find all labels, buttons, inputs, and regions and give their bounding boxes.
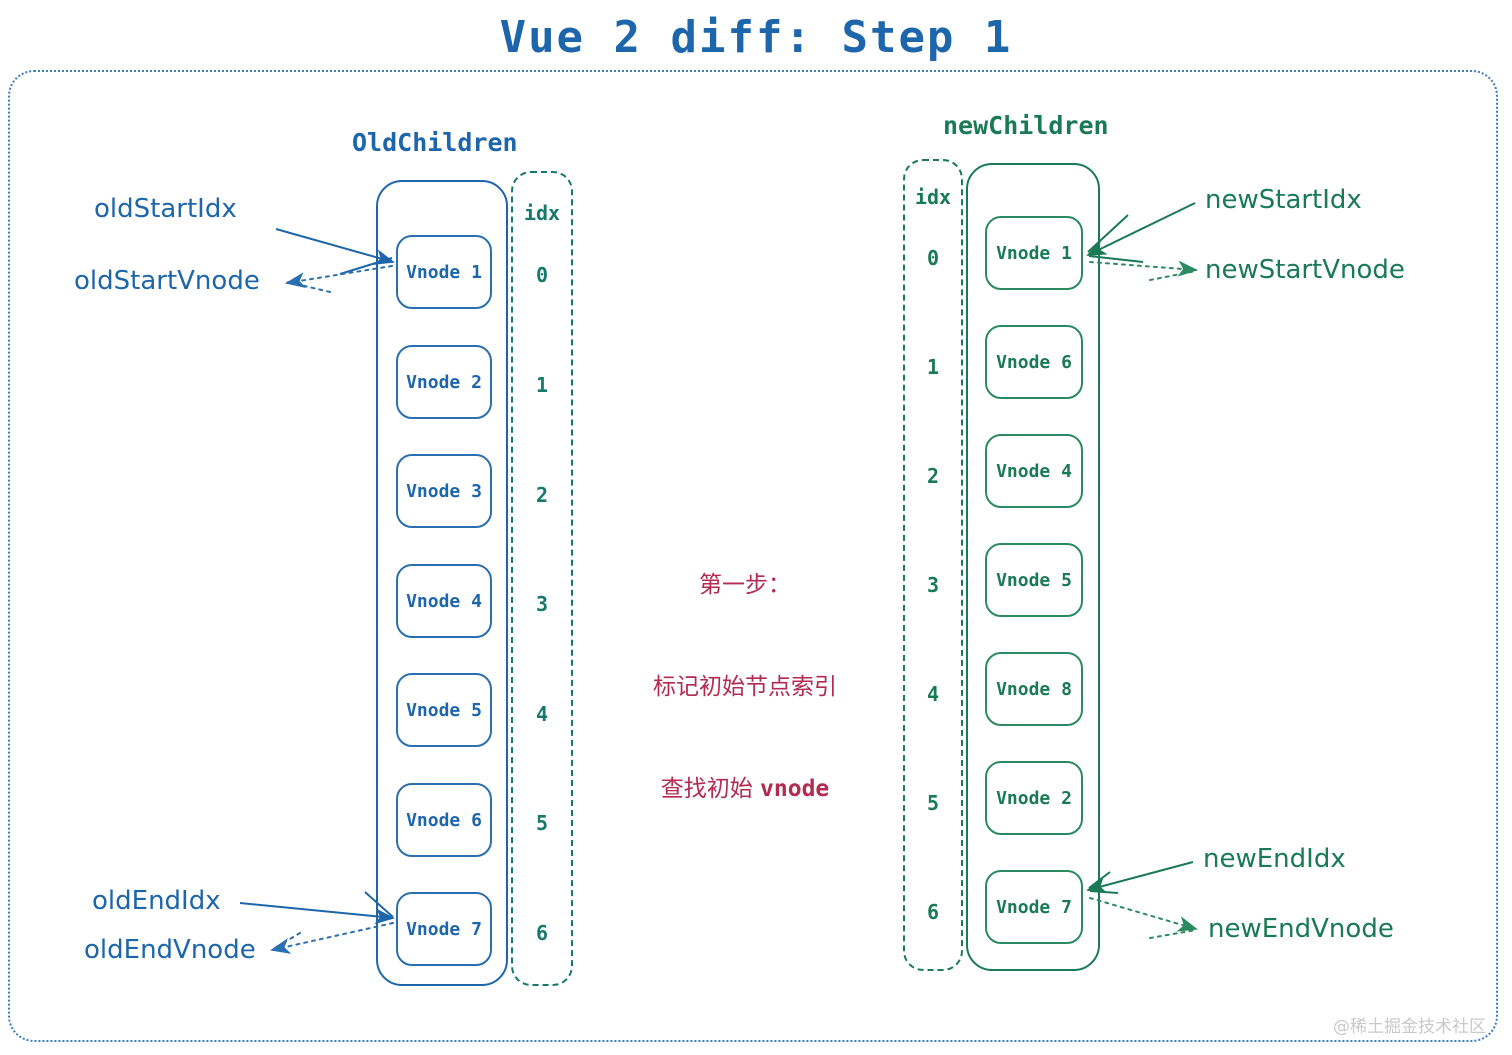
old-idx-cell-5: 5 [535, 811, 549, 835]
old-vnode-3[interactable]: Vnode 4 [396, 564, 492, 638]
new-vnode-4[interactable]: Vnode 8 [985, 652, 1083, 726]
center-note-line2: 标记初始节点索引 [653, 674, 837, 700]
outer-dotted-frame [8, 70, 1498, 1042]
new-idx-column: idx 0 1 2 3 4 5 6 [903, 159, 963, 971]
old-idx-cell-0: 0 [535, 263, 549, 287]
old-vnode-5[interactable]: Vnode 6 [396, 783, 492, 857]
new-idx-cell-3: 3 [926, 573, 940, 597]
old-idx-header: idx [523, 201, 561, 225]
callout-old-start-idx: oldStartIdx [94, 194, 237, 224]
page-title: Vue 2 diff: Step 1 [499, 12, 1013, 63]
callout-new-start-vnode: newStartVnode [1205, 255, 1405, 285]
new-idx-cell-6: 6 [926, 900, 940, 924]
old-vnode-6[interactable]: Vnode 7 [396, 892, 492, 966]
new-idx-cell-4: 4 [926, 682, 940, 706]
center-note-line3: 查找初始 vnode [600, 772, 890, 806]
center-note-line3-prefix: 查找初始 [660, 776, 761, 802]
callout-old-end-idx: oldEndIdx [92, 886, 221, 916]
callout-new-start-idx: newStartIdx [1205, 185, 1362, 215]
new-idx-cell-1: 1 [926, 355, 940, 379]
new-idx-cell-0: 0 [926, 246, 940, 270]
new-idx-cell-5: 5 [926, 791, 940, 815]
new-idx-header: idx [914, 185, 952, 209]
new-children-container [966, 163, 1100, 971]
old-children-container [376, 180, 508, 986]
old-idx-cell-1: 1 [535, 373, 549, 397]
old-vnode-0[interactable]: Vnode 1 [396, 235, 492, 309]
old-idx-cell-2: 2 [535, 483, 549, 507]
new-vnode-2[interactable]: Vnode 4 [985, 434, 1083, 508]
center-step-note: 第一步： 标记初始节点索引 查找初始 vnode [600, 500, 890, 874]
old-vnode-2[interactable]: Vnode 3 [396, 454, 492, 528]
new-vnode-5[interactable]: Vnode 2 [985, 761, 1083, 835]
old-vnode-4[interactable]: Vnode 5 [396, 673, 492, 747]
old-idx-cell-3: 3 [535, 592, 549, 616]
callout-old-end-vnode: oldEndVnode [84, 935, 256, 965]
callout-new-end-idx: newEndIdx [1203, 844, 1346, 874]
old-idx-cell-6: 6 [535, 921, 549, 945]
callout-old-start-vnode: oldStartVnode [74, 266, 260, 296]
center-note-line3-mono: vnode [760, 776, 830, 802]
new-vnode-1[interactable]: Vnode 6 [985, 325, 1083, 399]
old-idx-column: idx 0 1 2 3 4 5 6 [511, 171, 573, 986]
old-children-heading: OldChildren [352, 128, 518, 157]
new-vnode-3[interactable]: Vnode 5 [985, 543, 1083, 617]
new-idx-cell-2: 2 [926, 464, 940, 488]
callout-new-end-vnode: newEndVnode [1208, 914, 1394, 944]
watermark: @稀土掘金技术社区 [1333, 1017, 1486, 1037]
new-vnode-6[interactable]: Vnode 7 [985, 870, 1083, 944]
new-children-heading: newChildren [943, 111, 1109, 140]
old-vnode-1[interactable]: Vnode 2 [396, 345, 492, 419]
center-note-line1: 第一步： [699, 572, 791, 598]
old-idx-cell-4: 4 [535, 702, 549, 726]
new-vnode-0[interactable]: Vnode 1 [985, 216, 1083, 290]
